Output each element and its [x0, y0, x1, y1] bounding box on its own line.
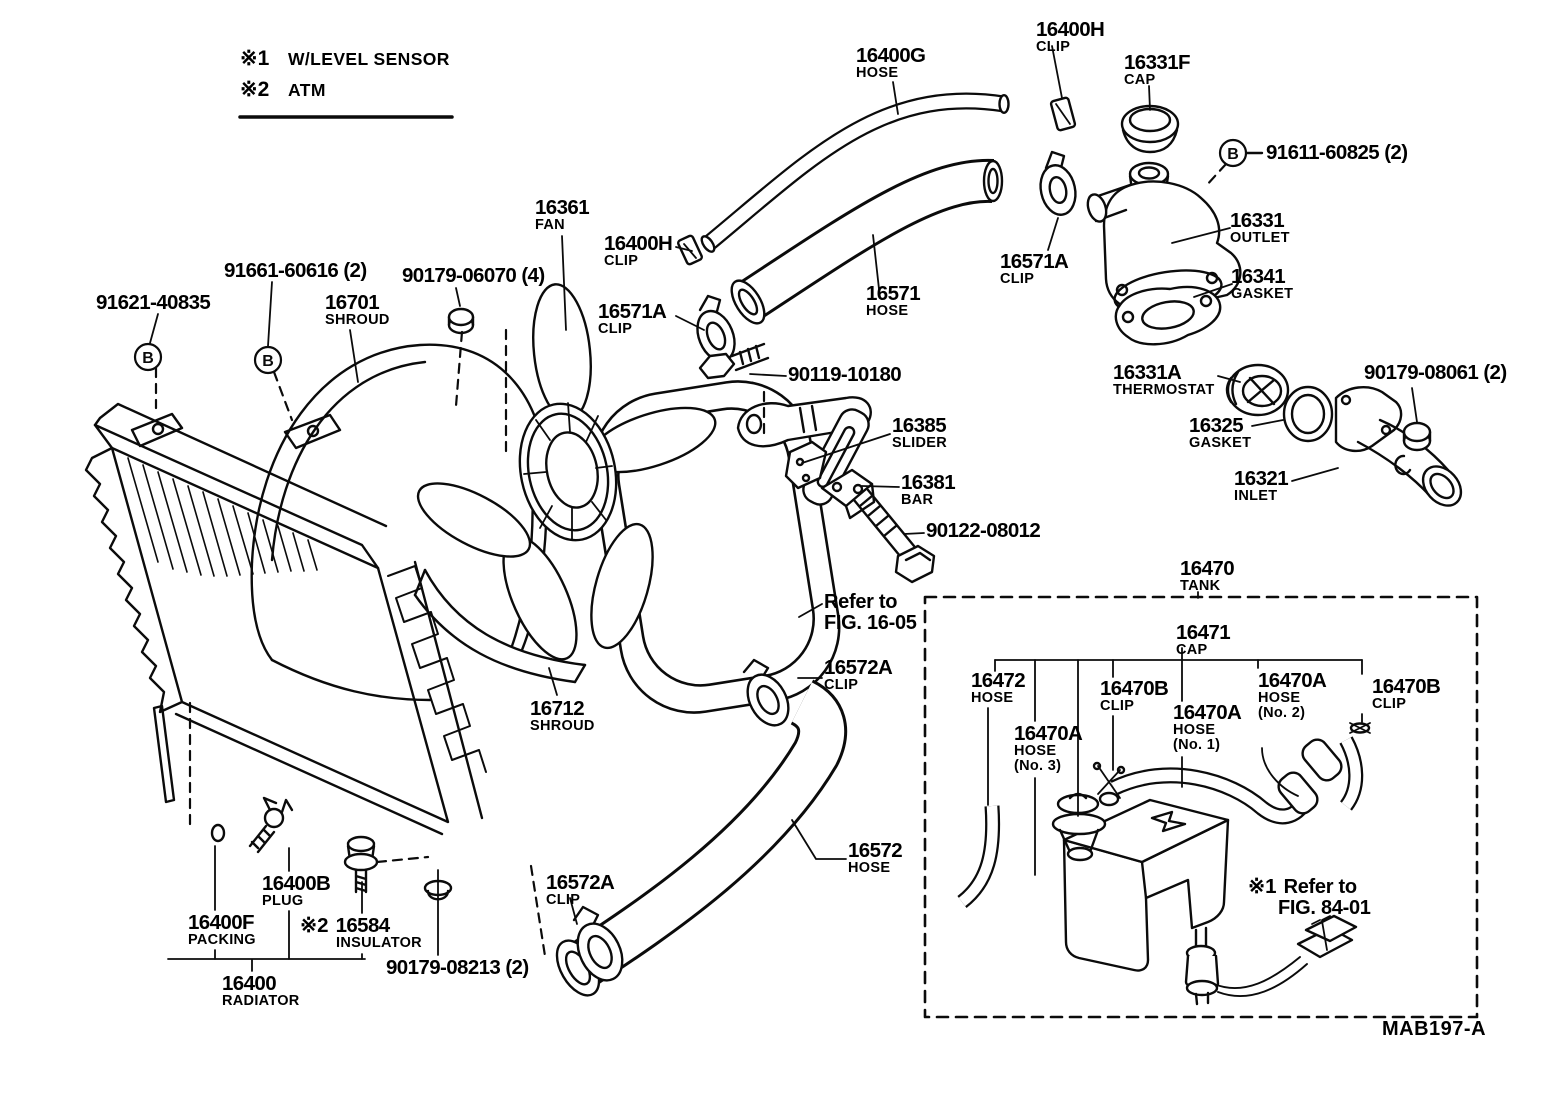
label-16331: 16331 OUTLET — [1230, 209, 1290, 247]
label-16572a-upper: 16572A CLIP — [824, 656, 893, 694]
label-16571a-left: 16571A CLIP — [598, 300, 667, 338]
label-16571a-right: 16571A CLIP — [1000, 250, 1069, 288]
label-16361: 16361 FAN — [535, 196, 590, 234]
lower-shroud-drawing — [413, 568, 587, 684]
reservoir-dashed-box — [923, 595, 1479, 1019]
label-16400g: 16400G HOSE — [856, 44, 926, 82]
bolt-marker-icon: B — [253, 345, 283, 375]
label-16400f: 16400F PACKING — [188, 911, 256, 949]
label-16470b-right: 16470B CLIP — [1372, 675, 1441, 713]
legend-symbol: ※2 — [240, 78, 270, 101]
label-16400b: 16400B PLUG — [262, 872, 331, 910]
bracket-drawing — [698, 342, 936, 584]
label-16712: 16712 SHROUD — [530, 697, 595, 735]
label-16470a-no1: 16470A HOSE (No. 1) — [1173, 701, 1242, 754]
label-91621: 91621-40835 — [96, 291, 211, 314]
label-16400: 16400 RADIATOR — [222, 972, 300, 1010]
label-16470a-no3: 16470A HOSE (No. 3) — [1014, 722, 1083, 775]
hose-clips-drawing — [572, 96, 1077, 982]
drawing-code: MAB197-A — [1382, 1018, 1487, 1040]
thermostat-inlet-drawing — [1225, 363, 1463, 507]
label-16321: 16321 INLET — [1234, 467, 1289, 505]
label-16385: 16385 SLIDER — [892, 414, 947, 452]
upper-hoses-drawing — [700, 92, 1010, 325]
leader-lines — [149, 45, 1418, 972]
svg-text:B: B — [142, 350, 154, 367]
bolt-markers: B B B — [133, 138, 1248, 375]
bolt-marker-icon: B — [1218, 138, 1248, 168]
outlet-assembly-drawing — [1086, 104, 1242, 346]
note-refer-fig-16-05: Refer to FIG. 16-05 — [824, 591, 917, 634]
legend: ※1 W/LEVEL SENSOR ※2 ATM — [240, 46, 450, 108]
legend-row: ※1 W/LEVEL SENSOR — [240, 46, 450, 71]
radiator-drawing — [84, 402, 487, 836]
label-90179-08061: 90179-08061 (2) — [1364, 361, 1507, 384]
fan-drawing — [416, 283, 717, 661]
label-91661: 91661-60616 (2) — [224, 259, 367, 282]
label-16470a-no2: 16470A HOSE (No. 2) — [1258, 669, 1327, 722]
label-16400h-mid: 16400H CLIP — [604, 232, 673, 270]
legend-text: ATM — [288, 80, 326, 100]
legend-symbol: ※1 — [240, 47, 270, 70]
label-16470: 16470 TANK — [1180, 557, 1235, 595]
label-90122: 90122-08012 — [926, 519, 1041, 542]
legend-row: ※2 ATM — [240, 77, 450, 102]
label-16471: 16471 CAP — [1176, 621, 1231, 659]
label-16470b-mid: 16470B CLIP — [1100, 677, 1169, 715]
label-16572a-lower: 16572A CLIP — [546, 871, 615, 909]
label-16400h-top: 16400H CLIP — [1036, 18, 1105, 56]
label-90179-08213: 90179-08213 (2) — [386, 956, 529, 979]
dashed-lines — [154, 162, 1479, 1019]
label-16701: 16701 SHROUD — [325, 291, 390, 329]
reservoir-tank-drawing — [957, 722, 1371, 1006]
label-16331f: 16331F CAP — [1124, 51, 1191, 89]
label-16331a: 16331A THERMOSTAT — [1113, 361, 1215, 399]
label-90119: 90119-10180 — [788, 363, 902, 386]
bolt-marker-icon: B — [133, 342, 163, 372]
label-16572: 16572 HOSE — [848, 839, 903, 877]
svg-text:B: B — [1227, 146, 1239, 163]
label-16381: 16381 BAR — [901, 471, 956, 509]
legend-text: W/LEVEL SENSOR — [288, 49, 450, 69]
svg-text:B: B — [262, 353, 274, 370]
label-16325: 16325 GASKET — [1189, 414, 1252, 452]
label-16341: 16341 GASKET — [1231, 265, 1294, 303]
label-16472: 16472 HOSE — [971, 669, 1026, 707]
label-16571: 16571 HOSE — [866, 282, 921, 320]
label-90179-06070: 90179-06070 (4) — [402, 264, 545, 287]
label-91611: 91611-60825 (2) — [1266, 141, 1408, 164]
